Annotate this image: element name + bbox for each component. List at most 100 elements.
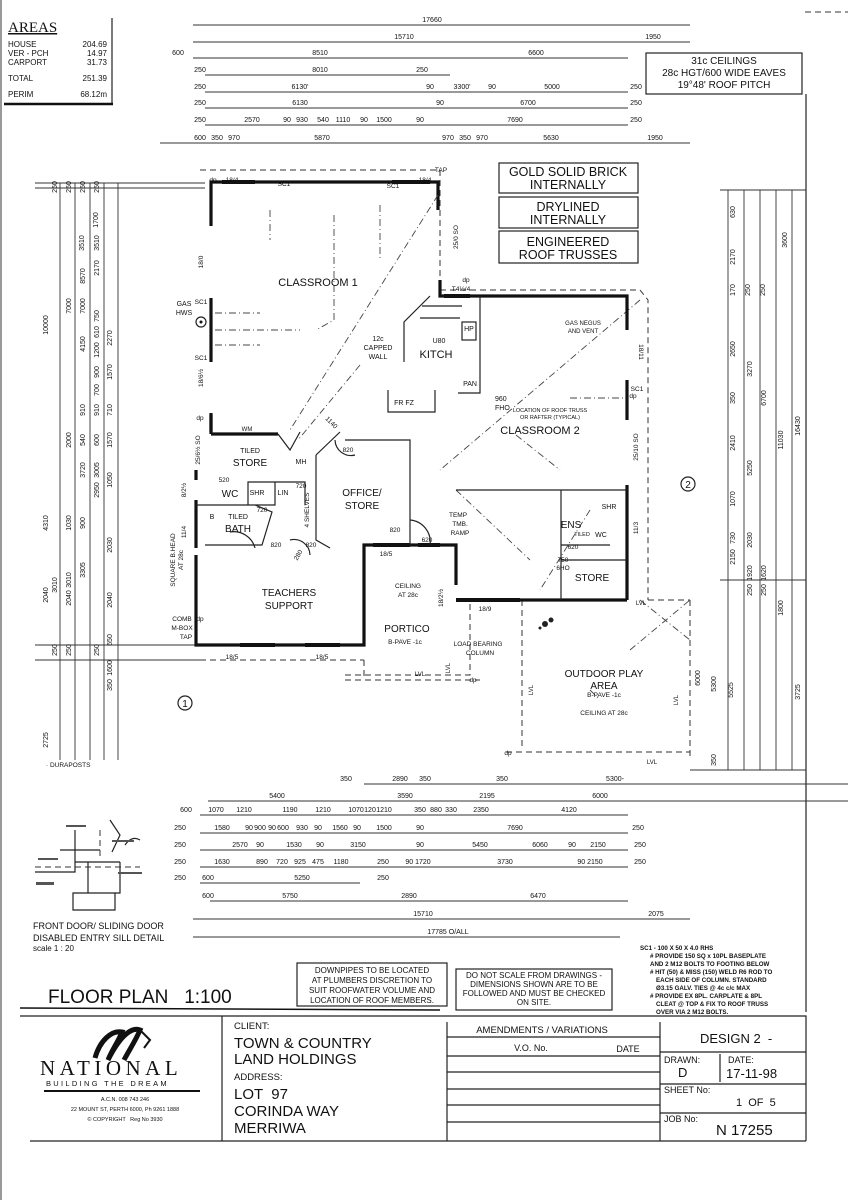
dimension-label: 2150 bbox=[730, 549, 737, 565]
note-line: # PROVIDE 150 SQ x 10PL BASEPLATE bbox=[650, 953, 766, 960]
dimension-label: 90 bbox=[314, 825, 322, 832]
tiled-note: TILED bbox=[574, 532, 590, 538]
dimension-label: 250 bbox=[634, 842, 646, 849]
dimension-label: 6700 bbox=[761, 390, 768, 406]
dimension-label: 250 bbox=[377, 875, 389, 882]
ink-blot bbox=[538, 617, 554, 630]
dimension-label: 7690 bbox=[507, 825, 523, 832]
room-label-classroom-1: CLASSROOM 1 bbox=[278, 277, 357, 289]
material-note-line: INTERNALLY bbox=[530, 178, 607, 192]
dimension-label: 2890 bbox=[392, 776, 408, 783]
note-line: AT PLUMBERS DISCRETION TO bbox=[312, 976, 432, 985]
areas-title: AREAS bbox=[8, 20, 57, 36]
dimension-label: 5450 bbox=[472, 842, 488, 849]
dimension-label: 2030 bbox=[747, 532, 754, 548]
dimension-label: 90 bbox=[426, 84, 434, 91]
downpipe-label: dp bbox=[629, 393, 637, 400]
section-marker-label: 2 bbox=[685, 480, 691, 491]
sill-detail-title: DISABLED ENTRY SILL DETAIL bbox=[33, 933, 164, 943]
downpipe-label: dp bbox=[196, 415, 204, 422]
room-label-shower: SHR bbox=[602, 504, 617, 511]
dimension-label: 1630 bbox=[214, 859, 230, 866]
comb-box-label: COMB bbox=[172, 616, 192, 623]
temp-ramp-note: RAMP bbox=[451, 530, 470, 537]
dimension-label: 250 bbox=[747, 584, 754, 596]
dimension-label: 350 bbox=[107, 679, 114, 691]
dimension-label: 710 bbox=[107, 404, 114, 416]
dimension-label: 2410 bbox=[730, 435, 737, 451]
appliance-label: HP bbox=[464, 326, 474, 333]
steel-column-label: SC1 bbox=[195, 355, 208, 362]
material-note-line: GOLD SOLID BRICK bbox=[509, 165, 628, 179]
gas-negus-note: GAS NEGUS bbox=[565, 321, 601, 327]
dimension-label: 2040 bbox=[43, 587, 50, 603]
dimension-label: 120 bbox=[364, 807, 376, 814]
dimension-label: 6000 bbox=[592, 793, 608, 800]
ceiling-height-note: AT 28c bbox=[398, 592, 419, 599]
dimension-label: 3005 bbox=[94, 462, 101, 478]
paving-note: B-PAVE -1c bbox=[388, 639, 422, 646]
room-label-tiled-store: TILED bbox=[240, 448, 260, 455]
dimension-label: 10000 bbox=[43, 315, 50, 335]
door-size-label: 25/10 SO bbox=[633, 433, 640, 460]
lvl-beam-label: LVL bbox=[529, 684, 535, 695]
dimension-label: 250 bbox=[94, 181, 101, 193]
dimension-label: 1180 bbox=[333, 859, 348, 866]
dimension-label: 5250 bbox=[294, 875, 310, 882]
dimension-label: 730 bbox=[730, 532, 737, 544]
design-label: DESIGN 2 - bbox=[700, 1031, 772, 1046]
note-line: LOCATION OF ROOF MEMBERS. bbox=[310, 996, 434, 1005]
dimension-label: 90 bbox=[256, 842, 264, 849]
door-size-label: 25/6½ SO bbox=[194, 435, 202, 464]
dimension-label: 1210 bbox=[236, 807, 252, 814]
window-size-label: 18/5 bbox=[226, 654, 239, 661]
dimension-label: 900 bbox=[94, 366, 101, 378]
dimension-label: 350 bbox=[711, 754, 718, 766]
door-width-label: 1140 bbox=[324, 416, 339, 431]
dimension-label: 1110 bbox=[336, 117, 351, 124]
dimension-label: 2270 bbox=[107, 330, 114, 346]
dimension-label: 1570 bbox=[107, 432, 114, 448]
material-note-line: INTERNALLY bbox=[530, 213, 607, 227]
window-size-label: 18/9 bbox=[479, 606, 492, 613]
steel-column-label: SC1 bbox=[278, 181, 291, 188]
dimension-label: 250 bbox=[194, 84, 206, 91]
dimension-label: 2725 bbox=[43, 732, 50, 748]
note-line: Ø3.15 GALV. TIES @ 4c c/c MAX bbox=[656, 985, 751, 992]
drawn-value: D bbox=[678, 1065, 687, 1080]
client-name-line: TOWN & COUNTRY bbox=[234, 1035, 372, 1052]
dimension-label: 1600 bbox=[107, 660, 114, 676]
areas-table: AREAS HOUSE 204.69 VER - PCH 14.97 CARPO… bbox=[4, 18, 113, 106]
dimension-label: 3510 bbox=[79, 235, 86, 251]
dimension-label: 3725 bbox=[795, 684, 802, 700]
dimension-label: 17785 O/ALL bbox=[427, 929, 468, 936]
note-line: SC1 - 100 X 50 X 4.0 RHS bbox=[640, 945, 713, 952]
dimension-label: 8510 bbox=[312, 50, 328, 57]
area-label-outdoor-play: OUTDOOR PLAY bbox=[565, 669, 644, 680]
dimension-label: 250 bbox=[174, 825, 186, 832]
dimension-label: 1500 bbox=[376, 825, 392, 832]
ceiling-height-note: CEILING bbox=[395, 583, 421, 590]
note-line: EACH SIDE OF COLUMN. STANDARD bbox=[656, 977, 767, 984]
comb-box-label: TAP bbox=[180, 634, 192, 641]
steel-column-label: SC1 bbox=[631, 386, 644, 393]
dimension-label: 600 bbox=[172, 50, 184, 57]
company-name: NATIONAL bbox=[40, 1056, 182, 1080]
area-value: 204.69 bbox=[83, 40, 108, 49]
ceiling-height-note: CEILING AT 28c bbox=[580, 710, 628, 717]
dimension-label: 250 bbox=[80, 181, 87, 193]
door-width-label: 280 bbox=[293, 548, 305, 561]
title-underline bbox=[19, 1007, 441, 1011]
area-value: 31.73 bbox=[87, 58, 108, 67]
date-label: DATE: bbox=[728, 1055, 754, 1065]
dimension-label: 4120 bbox=[561, 807, 577, 814]
dimension-label: 90 bbox=[416, 117, 424, 124]
dimension-label: 700 bbox=[94, 384, 101, 396]
load-bearing-note: COLUMN bbox=[466, 650, 494, 657]
room-label-office: OFFICE/ bbox=[342, 488, 382, 499]
dimension-label: 250 bbox=[174, 842, 186, 849]
dimension-label: 600 bbox=[94, 434, 101, 446]
dimension-label: 750 bbox=[94, 310, 101, 322]
gas-hws-label: GAS bbox=[177, 301, 192, 308]
downpipe-label: dp bbox=[504, 750, 512, 757]
